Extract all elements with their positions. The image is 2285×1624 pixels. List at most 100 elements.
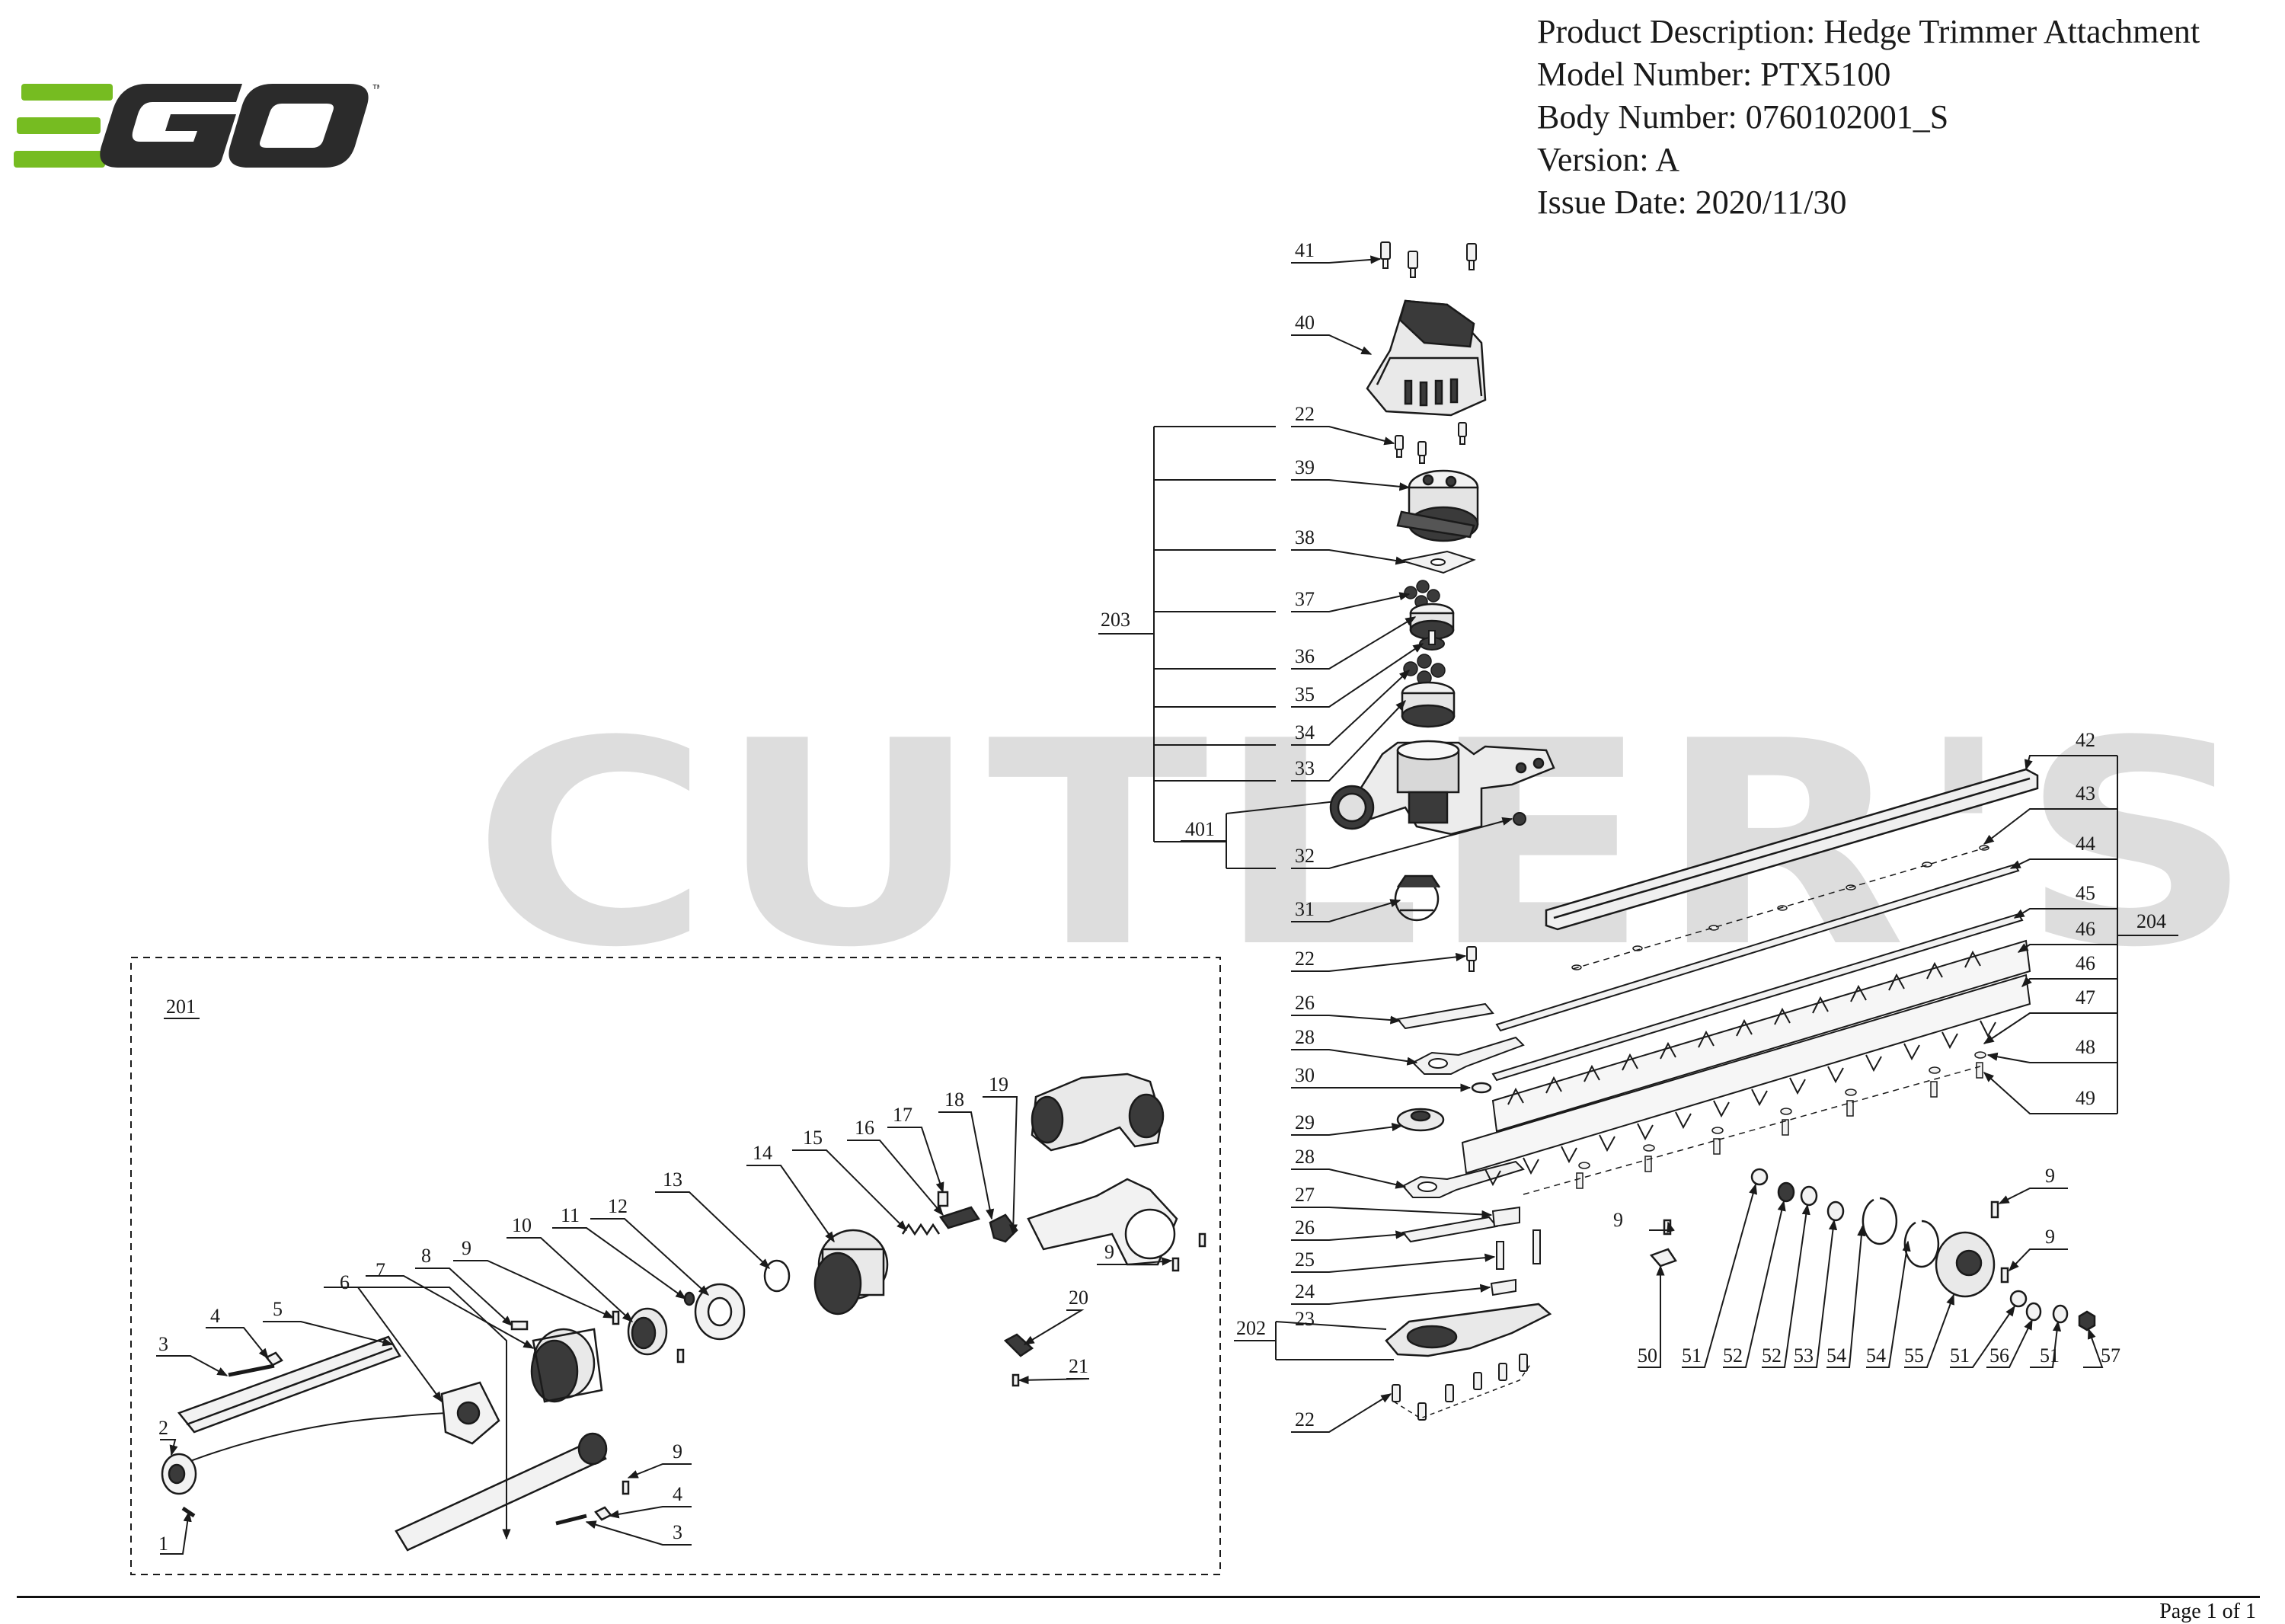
callouts-shaft: 1 2 3 4 5 6 7 8 9 10 11 12 13 14 15 16 1… — [158, 1073, 1114, 1555]
shaft-parts — [161, 1073, 1206, 1552]
callout-15: 15 — [803, 1127, 823, 1149]
part-20 — [1003, 1333, 1034, 1357]
gear-set-34 — [1403, 654, 1446, 686]
washer-11 — [683, 1291, 695, 1306]
callout-28-a: 28 — [1295, 1026, 1315, 1048]
spring-3-upper — [228, 1363, 275, 1377]
blade-guide-42 — [1545, 768, 2039, 931]
spring-3-lower — [555, 1514, 587, 1526]
part-50 — [1649, 1248, 1677, 1268]
callout-43: 43 — [2076, 782, 2095, 804]
callouts-bottom-row: 50 51 52 52 53 54 54 55 51 56 51 57 — [1638, 1344, 2120, 1367]
plate-26-lower — [1401, 1216, 1498, 1243]
blade-screw-row-49 — [1576, 1062, 1983, 1189]
leader-lines — [156, 255, 2104, 1555]
header-block: Product Description: Hedge Trimmer Attac… — [1537, 11, 2200, 224]
handle-half-5 — [177, 1335, 401, 1434]
callout-40: 40 — [1295, 312, 1315, 334]
grip-7 — [530, 1328, 603, 1403]
callout-20: 20 — [1069, 1287, 1088, 1309]
callout-22-a: 22 — [1295, 403, 1315, 425]
part-16 — [938, 1206, 980, 1229]
callout-51-b: 51 — [1950, 1344, 1970, 1367]
callout-27: 27 — [1295, 1184, 1315, 1206]
callout-46-b: 46 — [2076, 952, 2095, 974]
callout-44: 44 — [2076, 833, 2095, 855]
callout-11: 11 — [561, 1204, 580, 1226]
callout-18: 18 — [944, 1089, 964, 1111]
callout-9-b: 9 — [1104, 1241, 1114, 1263]
callout-28-b: 28 — [1295, 1146, 1315, 1168]
callout-13: 13 — [663, 1168, 682, 1191]
callout-31: 31 — [1295, 898, 1315, 920]
callouts-misc: 9 9 9 — [1613, 1165, 2055, 1248]
part-17 — [937, 1191, 949, 1207]
washer-52-b — [1800, 1185, 1818, 1207]
callout-36: 36 — [1295, 645, 1315, 667]
switch-plate — [440, 1381, 500, 1445]
assembly-202-label: 202 — [1236, 1317, 1266, 1339]
callouts-blade: 42 43 44 45 46 46 47 48 49 — [2076, 729, 2095, 1109]
bushing-10 — [627, 1307, 668, 1356]
page-number: Page 1 of 1 — [2159, 1600, 2256, 1623]
trademark-symbol: ™ — [372, 83, 379, 96]
callout-33: 33 — [1295, 757, 1315, 779]
blade-45 — [1491, 913, 2024, 1082]
callout-19: 19 — [989, 1073, 1008, 1095]
plug-2 — [161, 1453, 197, 1495]
callout-56: 56 — [1989, 1344, 2009, 1367]
screw-9-e — [1171, 1257, 1180, 1272]
callout-35: 35 — [1295, 683, 1315, 705]
circlip-54-b — [1903, 1220, 1940, 1268]
callout-9-a: 9 — [462, 1237, 471, 1259]
callout-47: 47 — [2076, 986, 2095, 1009]
callout-50: 50 — [1638, 1344, 1657, 1367]
callout-7: 7 — [376, 1259, 385, 1281]
screw-22-lower — [1392, 1354, 1528, 1421]
callouts-top-column: 41 40 22 39 38 37 36 35 34 33 32 31 22 2… — [1295, 239, 1315, 1431]
callout-21: 21 — [1069, 1355, 1088, 1377]
handle-half-6 — [395, 1438, 607, 1552]
callout-23: 23 — [1295, 1308, 1315, 1330]
model-number: Model Number: PTX5100 — [1537, 56, 1891, 93]
screw-9-a — [612, 1310, 620, 1325]
callout-39: 39 — [1295, 456, 1315, 478]
callout-30: 30 — [1295, 1064, 1315, 1086]
assembly-201-label: 201 — [166, 996, 196, 1018]
screw-9-d — [1198, 1232, 1206, 1248]
screw-22-upper — [1395, 422, 1467, 464]
callout-37: 37 — [1295, 588, 1315, 610]
screw-21 — [1011, 1373, 1020, 1387]
part-4-lower — [594, 1506, 612, 1521]
callout-22-c: 22 — [1295, 1408, 1315, 1431]
callout-4-b: 4 — [673, 1483, 682, 1505]
callout-51-a: 51 — [1682, 1344, 1702, 1367]
assembly-203-bracket — [1098, 426, 1276, 842]
small-parts-row — [1649, 1168, 2096, 1331]
callout-49: 49 — [2076, 1087, 2095, 1109]
blade-46-upper — [1491, 939, 2031, 1133]
callout-12: 12 — [608, 1195, 628, 1217]
gear-cover-23 — [1385, 1303, 1552, 1357]
ring-13 — [763, 1259, 791, 1293]
assembly-204-bracket — [2068, 755, 2178, 1114]
callout-26-b: 26 — [1295, 1216, 1315, 1239]
callout-4-a: 4 — [210, 1305, 220, 1327]
motor-39 — [1396, 469, 1479, 542]
washer-51-c — [2052, 1304, 2069, 1324]
ego-logo-go — [100, 84, 369, 168]
callout-41: 41 — [1295, 239, 1315, 261]
callout-38: 38 — [1295, 526, 1315, 548]
washer-51-a — [1750, 1168, 1769, 1186]
ego-logo-mark — [14, 84, 113, 168]
version: Version: A — [1537, 141, 1679, 178]
washer-56 — [2025, 1302, 2042, 1322]
body-number: Body Number: 0760102001_S — [1537, 98, 1949, 136]
pin-25 — [1496, 1229, 1541, 1270]
assembly-203-label: 203 — [1101, 609, 1130, 631]
pin-8 — [510, 1320, 529, 1331]
callout-52-b: 52 — [1762, 1344, 1782, 1367]
callout-42: 42 — [2076, 729, 2095, 751]
callout-9-right-a: 9 — [2045, 1165, 2055, 1187]
slider-24 — [1490, 1278, 1516, 1296]
